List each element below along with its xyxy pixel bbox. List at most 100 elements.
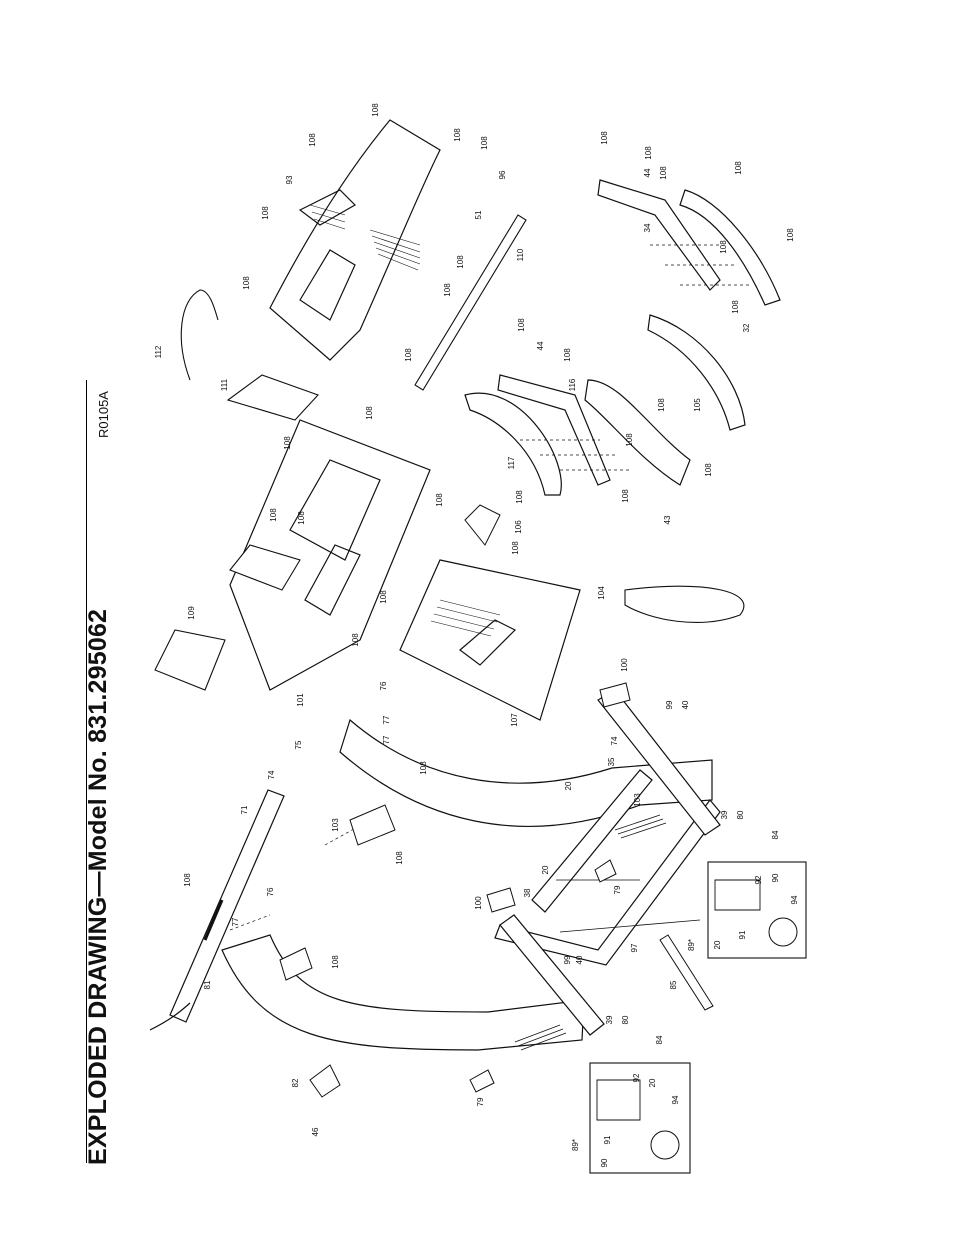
- part-number-label: 40: [575, 955, 584, 964]
- part-number-label: 93: [285, 175, 294, 184]
- wheel-detail-box-right: [707, 861, 807, 959]
- part-number-label: 91: [603, 1135, 612, 1144]
- part-number-label: 108: [261, 206, 270, 220]
- part-number-label: 108: [308, 133, 317, 147]
- part-number-label: 39: [605, 1015, 614, 1024]
- part-number-label: 20: [541, 865, 550, 874]
- part-number-label: 108: [351, 633, 360, 647]
- part-number-label: 103: [331, 818, 340, 832]
- part-number-label: 108: [511, 541, 520, 555]
- part-number-label: 94: [790, 895, 799, 904]
- part-number-label: 108: [435, 493, 444, 507]
- part-number-label: 20: [564, 781, 573, 790]
- part-number-label: 108: [621, 489, 630, 503]
- part-number-label: 108: [644, 146, 653, 160]
- part-number-label: 108: [404, 348, 413, 362]
- part-number-label: 108: [719, 240, 728, 254]
- handrails: [464, 179, 781, 496]
- part-number-label: 76: [379, 681, 388, 690]
- part-number-label: 92: [632, 1073, 641, 1082]
- part-number-label: 44: [536, 341, 545, 350]
- part-number-label: 40: [681, 700, 690, 709]
- part-number-label: 91: [738, 930, 747, 939]
- part-number-label: 101: [296, 693, 305, 707]
- part-number-label: 80: [621, 1015, 630, 1024]
- part-number-label: 108: [786, 228, 795, 242]
- title-rule: [86, 380, 87, 1163]
- part-number-label: 108: [242, 276, 251, 290]
- part-number-label: 108: [419, 761, 428, 775]
- part-number-label: 108: [297, 511, 306, 525]
- part-number-label: 39: [720, 810, 729, 819]
- console-shroud: [269, 119, 441, 361]
- part-number-label: 76: [266, 887, 275, 896]
- part-number-label: 79: [476, 1097, 485, 1106]
- part-number-label: 85: [669, 980, 678, 989]
- part-number-label: 111: [220, 378, 229, 391]
- part-number-label: 117: [507, 456, 516, 469]
- part-number-label: 100: [474, 896, 483, 910]
- part-number-label: 34: [643, 223, 652, 232]
- part-number-label: 90: [771, 873, 780, 882]
- part-number-label: 108: [269, 508, 278, 522]
- part-number-label: 77: [382, 735, 391, 744]
- part-number-label: 38: [523, 888, 532, 897]
- part-number-label: 43: [663, 515, 672, 524]
- part-number-label: 108: [731, 300, 740, 314]
- part-number-label: 109: [187, 606, 196, 620]
- part-number-label: 108: [625, 433, 634, 447]
- part-number-label: 96: [498, 170, 507, 179]
- part-number-label: 84: [655, 1035, 664, 1044]
- part-number-label: 108: [600, 131, 609, 145]
- part-number-label: 94: [671, 1095, 680, 1104]
- part-number-label: 108: [456, 255, 465, 269]
- part-number-label: 108: [331, 955, 340, 969]
- part-number-label: 108: [183, 873, 192, 887]
- part-number-label: 97: [630, 943, 639, 952]
- part-number-label: 80: [736, 810, 745, 819]
- part-number-label: 46: [311, 1127, 320, 1136]
- part-number-label: 108: [379, 590, 388, 604]
- part-number-label: 107: [510, 713, 519, 727]
- part-number-label: 71: [240, 805, 249, 814]
- part-number-label: 44: [643, 168, 652, 177]
- part-number-label: 108: [517, 318, 526, 332]
- part-number-label: 77: [382, 715, 391, 724]
- part-number-label: 82: [291, 1078, 300, 1087]
- wheel-detail-box-left: [589, 1062, 691, 1174]
- motor-hood: [399, 559, 581, 721]
- part-number-label: 75: [294, 740, 303, 749]
- part-number-label: 108: [371, 103, 380, 117]
- part-number-label: 108: [443, 283, 452, 297]
- part-number-label: 51: [474, 210, 483, 219]
- part-number-label: 74: [267, 770, 276, 779]
- part-number-label: 108: [734, 161, 743, 175]
- part-number-label: 84: [771, 830, 780, 839]
- part-number-label: 108: [563, 348, 572, 362]
- part-number-label: 112: [154, 345, 163, 358]
- part-number-label: 35: [607, 757, 616, 766]
- part-number-label: 116: [568, 378, 577, 391]
- part-number-label: 108: [395, 851, 404, 865]
- part-number-label: 20: [648, 1078, 657, 1087]
- part-number-label: 108: [453, 128, 462, 142]
- part-number-label: 106: [514, 520, 523, 534]
- part-number-label: 32: [742, 323, 751, 332]
- part-number-label: 90: [600, 1158, 609, 1167]
- part-number-label: 105: [693, 398, 702, 412]
- part-number-label: 108: [365, 406, 374, 420]
- part-number-label: 81: [203, 980, 212, 989]
- part-number-label: 108: [704, 463, 713, 477]
- upright-frame: [149, 689, 721, 1051]
- part-number-label: 89*: [571, 1139, 580, 1151]
- part-number-label: 99: [665, 700, 674, 709]
- part-number-label: 103: [633, 793, 642, 807]
- part-number-label: 108: [480, 136, 489, 150]
- display-console: [229, 419, 431, 691]
- part-number-label: 108: [515, 490, 524, 504]
- part-number-label: 89*: [687, 939, 696, 951]
- part-number-label: 108: [657, 398, 666, 412]
